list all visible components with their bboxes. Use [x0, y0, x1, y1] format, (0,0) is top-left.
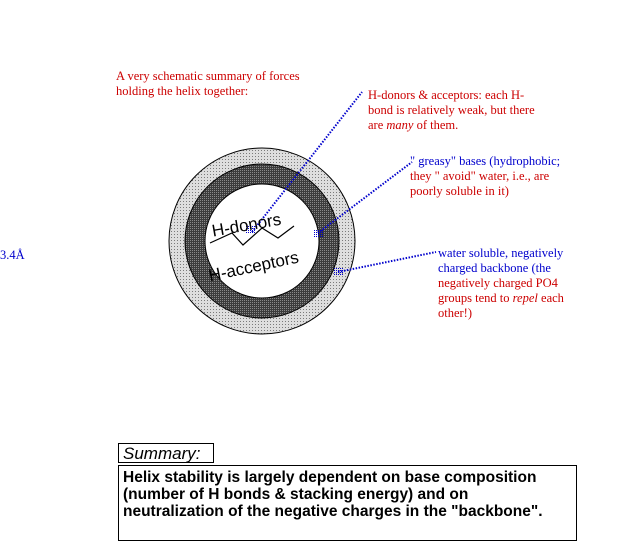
- pointer-backbone-patch: [334, 268, 344, 276]
- summary-text: Helix stability is largely dependent on …: [123, 469, 572, 520]
- summary-title: Summary:: [118, 443, 214, 463]
- pointer-greasy-patch: [314, 229, 324, 237]
- summary-box: Helix stability is largely dependent on …: [118, 465, 577, 541]
